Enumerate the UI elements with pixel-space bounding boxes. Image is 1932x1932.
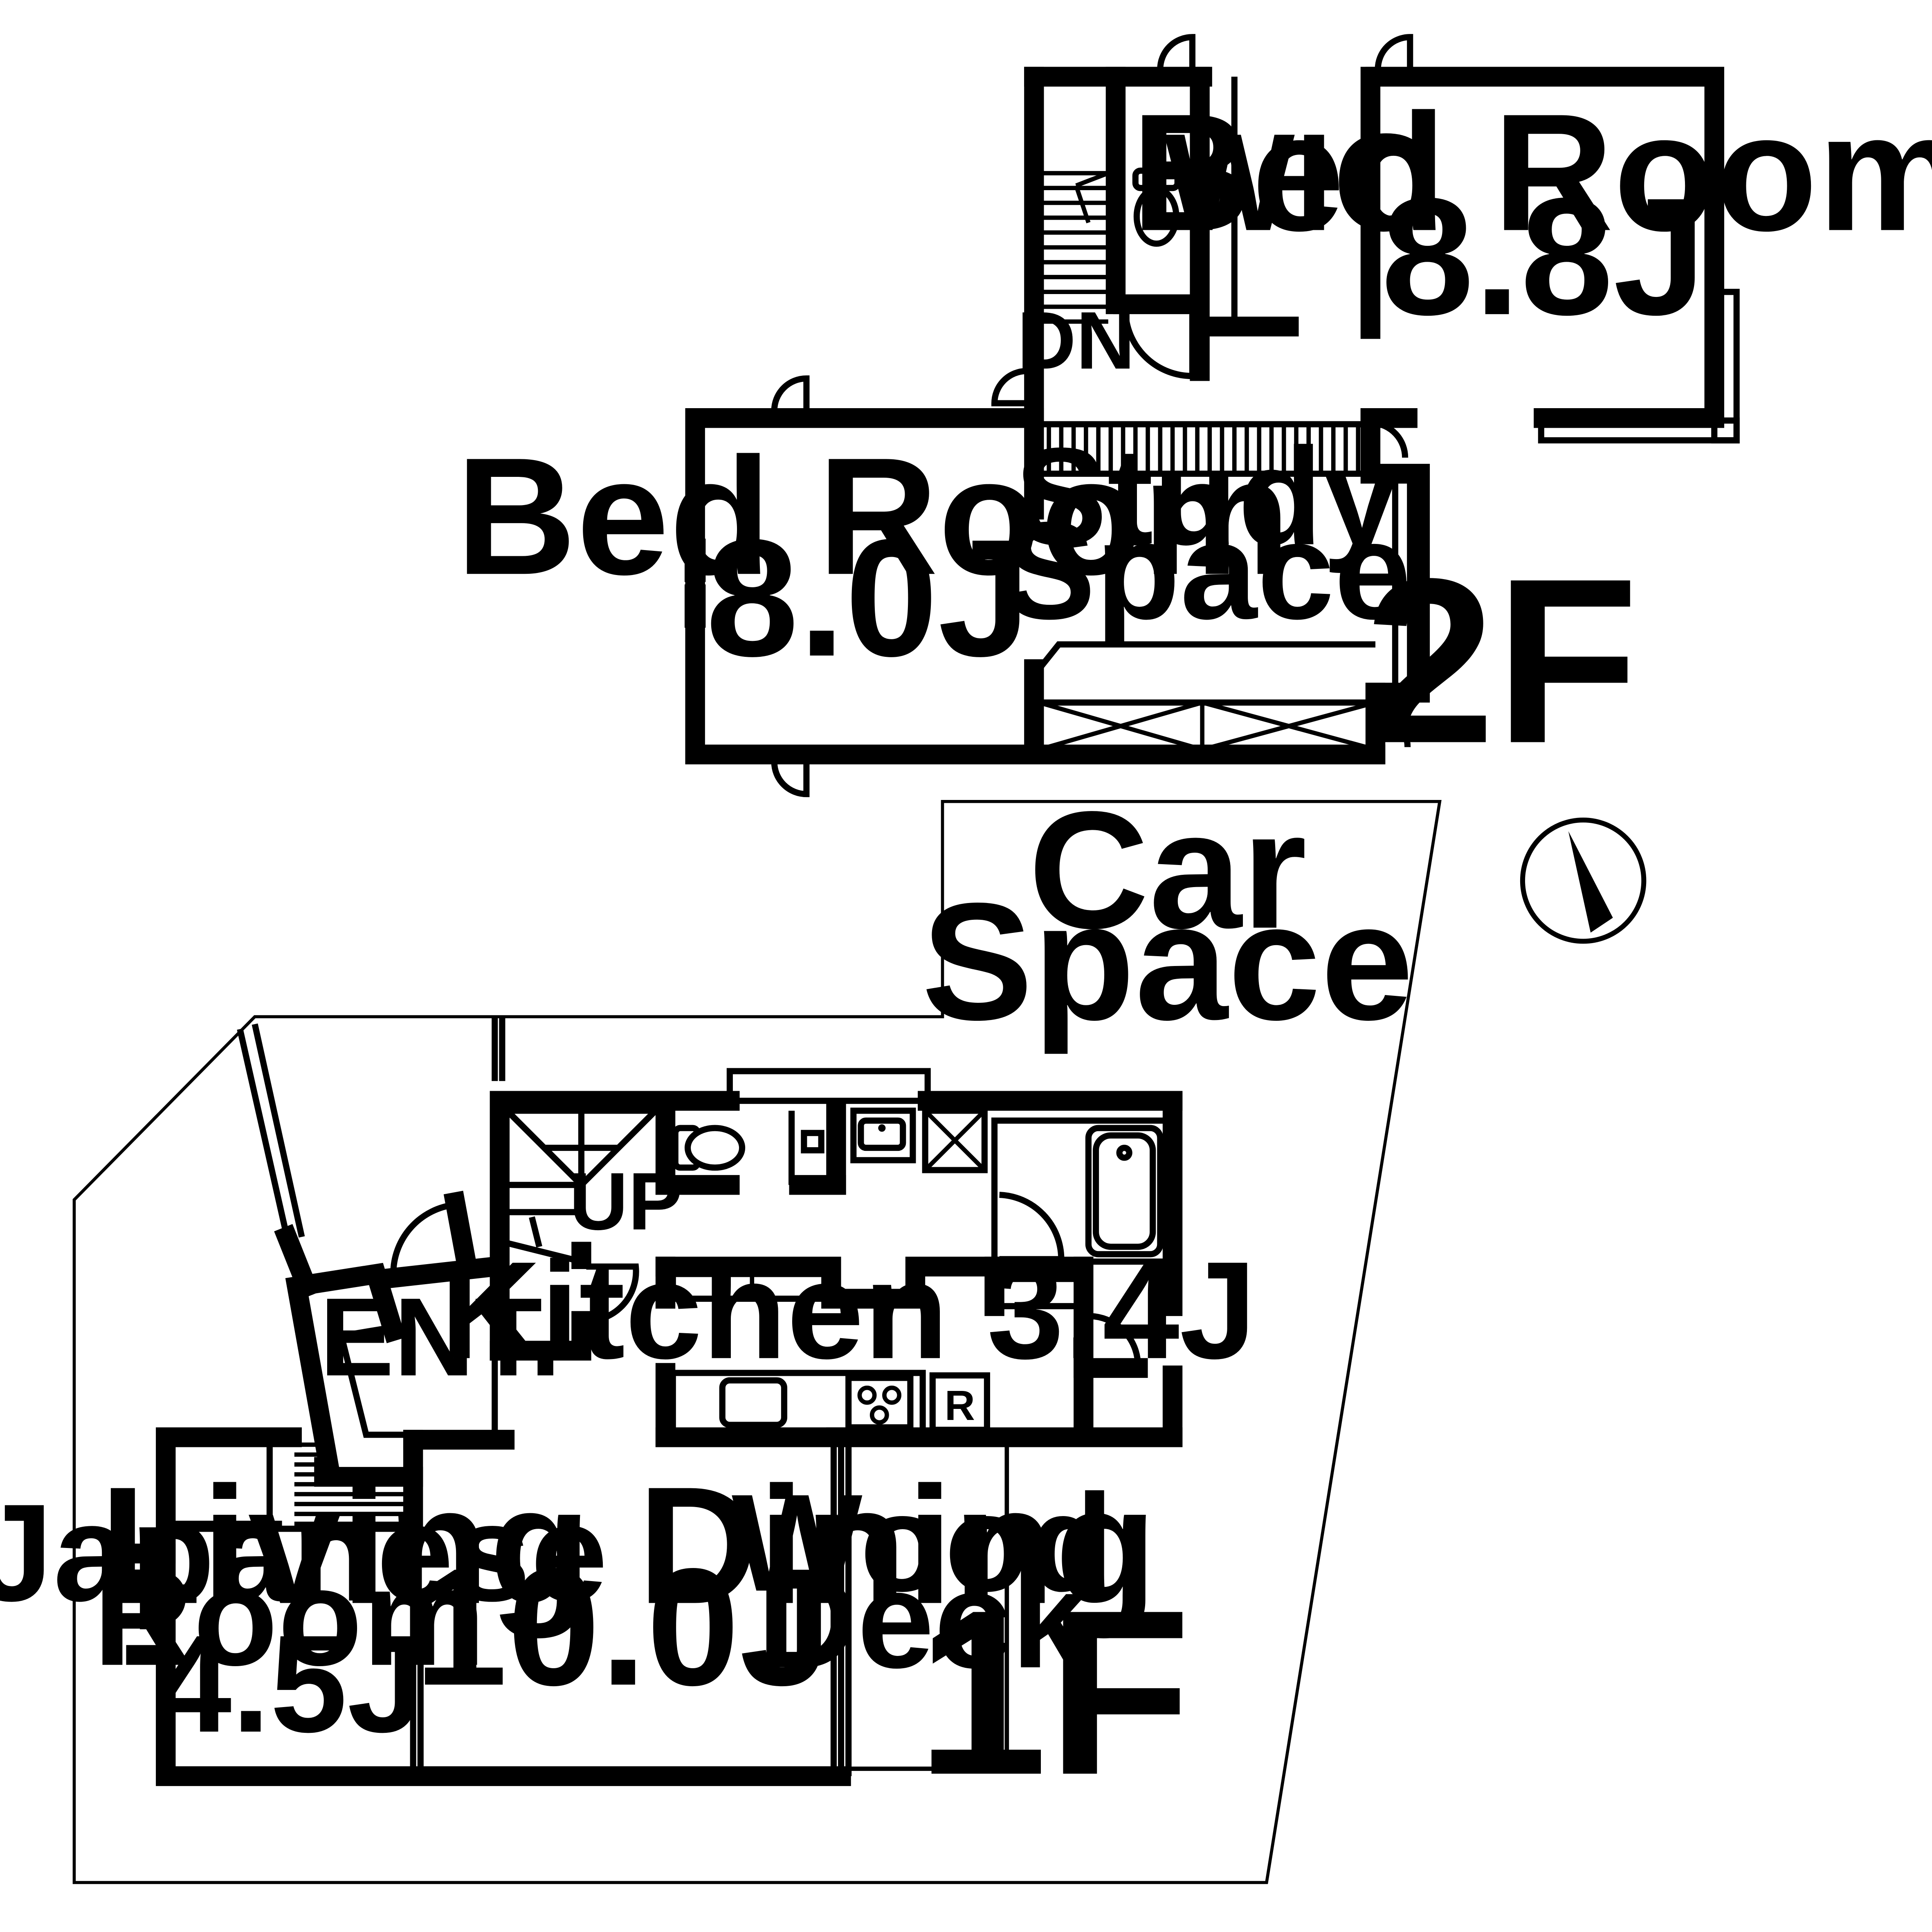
second-floor: DN: [456, 34, 1932, 798]
study-label-line2: Space: [1003, 493, 1411, 649]
site-boundary: [72, 800, 1442, 1884]
pantry-shelf: [996, 1276, 1082, 1310]
kitchen-back-counter: [669, 1271, 829, 1302]
2f-study-east-wall: [1360, 408, 1430, 703]
2f-hall-balustrade: [1039, 421, 1367, 477]
2f-stair-label: DN: [1017, 295, 1135, 386]
living-dining-size: 10.0J: [414, 1533, 832, 1720]
north-arrow-icon: [1520, 818, 1647, 944]
floor-2-label: 2F: [1364, 530, 1639, 792]
wood-deck-line1: Wood: [732, 1465, 1114, 1620]
wic-label: WIC: [1164, 105, 1433, 260]
stair-door: [586, 1263, 639, 1324]
svg-text:R: R: [945, 1382, 975, 1429]
bedroom-small-name: Bed Room: [456, 422, 1290, 609]
bedroom-small-size: 8.0J: [706, 504, 1031, 691]
entrance-label: ENT.: [320, 1275, 561, 1399]
2f-doors: [771, 34, 1413, 798]
study-desk: [1036, 641, 1376, 671]
2f-stair: [1039, 171, 1109, 324]
1f-southwest-wall: [314, 1457, 423, 1487]
car-space-line1: Car: [1029, 776, 1307, 963]
wood-deck-line2: Deck: [757, 1542, 1089, 1697]
japanese-room-line1: Japanese: [0, 1475, 608, 1631]
2f-closet: [1036, 699, 1379, 753]
kitchen-sink-icon: [719, 1377, 787, 1428]
entrance-inner: [341, 1325, 409, 1339]
japanese-room-line2: Room: [93, 1539, 486, 1694]
1f-toilet-icon: [672, 1125, 746, 1171]
1f-north-window: [726, 1068, 931, 1104]
floor-1-label: 1F: [917, 1561, 1191, 1824]
kitchen-label: Kitchen 3.4J: [440, 1233, 1256, 1388]
kitchen-island: [669, 1370, 926, 1436]
1f-stair-wall: [490, 1311, 591, 1361]
washing-machine-icon: [922, 1108, 988, 1173]
entrance-wall: [285, 1263, 406, 1478]
japanese-room-size: 4.5J: [155, 1606, 424, 1761]
first-floor: UP R ENT.: [0, 776, 1413, 1824]
car-space-line2: Space: [922, 868, 1414, 1056]
1f-stair: [505, 1108, 658, 1265]
entrance-steps: [294, 1442, 411, 1526]
1f-kitchen-north-wall: [655, 1256, 1094, 1309]
storage-door: [1088, 1313, 1141, 1369]
refrigerator-icon: R: [929, 1372, 990, 1433]
bathtub-icon: [1085, 1125, 1164, 1258]
stove-icon: [845, 1375, 914, 1431]
2f-windows: [684, 289, 1740, 688]
wood-deck: [830, 1437, 1009, 1776]
living-dining-name: Living Dining: [100, 1452, 1157, 1640]
2f-toilet-icon: [1132, 167, 1181, 247]
entrance-door: [390, 1191, 479, 1281]
bath-door: [999, 1191, 1065, 1263]
study-label-line1: Study: [1015, 419, 1400, 575]
bedroom-large-size: 8.8J: [1381, 163, 1706, 350]
wc-sink-icon: [801, 1130, 824, 1154]
bedroom-large-name: Bed Room: [1131, 79, 1932, 266]
1f-stair-label: UP: [569, 1156, 683, 1247]
japanese-north-wall: [156, 1427, 851, 1786]
washbasin-icon: [850, 1108, 916, 1164]
west-glazing: [237, 1016, 505, 1299]
